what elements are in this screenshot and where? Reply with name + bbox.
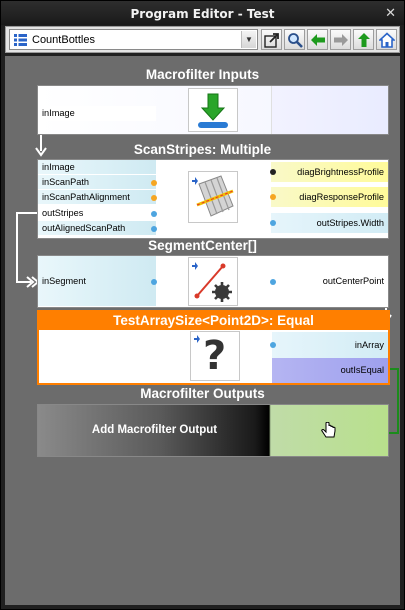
scanstripes-output-outstripes[interactable]: outStripes xyxy=(38,206,156,221)
segmentcenter-title: SegmentCenter[] xyxy=(148,238,257,253)
port-connector xyxy=(151,226,157,232)
segmentcenter-outputs: outCenterPoint xyxy=(271,256,388,307)
chevron-down-icon[interactable]: ▼ xyxy=(241,31,256,48)
home-button[interactable] xyxy=(376,29,397,50)
question-mark-icon: ? xyxy=(190,331,240,381)
up-button[interactable] xyxy=(353,29,374,50)
port-connector xyxy=(270,194,276,200)
output-port-diagresponseprofile[interactable]: diagResponseProfile xyxy=(271,187,388,207)
macrofilter-select[interactable]: CountBottles ▼ xyxy=(9,29,258,50)
port-connector xyxy=(270,220,276,226)
scanstripes-filter-icon xyxy=(188,171,238,223)
port-connector xyxy=(151,195,157,201)
port-connector xyxy=(151,180,157,186)
search-button[interactable] xyxy=(284,29,305,50)
segmentcenter-filter-icon xyxy=(188,257,238,306)
macrofilter-icon xyxy=(14,34,27,46)
close-icon[interactable]: ✕ xyxy=(385,5,396,20)
scanstripes-block[interactable]: inImage inScanPath inScanPathAlignment o… xyxy=(37,159,389,239)
macrofilter-outputs-title: Macrofilter Outputs xyxy=(140,386,265,401)
testarraysize-input-inarray[interactable]: inArray xyxy=(272,332,388,358)
forward-button[interactable] xyxy=(330,29,351,50)
download-icon xyxy=(188,88,238,132)
add-macrofilter-output-label[interactable]: Add Macrofilter Output xyxy=(91,424,218,436)
scanstripes-outputs: diagBrightnessProfile diagResponseProfil… xyxy=(271,160,388,238)
window-title: Program Editor - Test xyxy=(130,7,275,21)
inputs-right-area xyxy=(271,86,388,134)
open-external-icon xyxy=(264,33,279,48)
title-bar: Program Editor - Test ✕ xyxy=(1,1,404,25)
macrofilter-inputs-title: Macrofilter Inputs xyxy=(145,67,260,82)
program-canvas[interactable]: Macrofilter Inputs inImage ScanStripes: … xyxy=(5,56,400,605)
home-icon xyxy=(379,32,395,48)
connection-arrowhead-inimage xyxy=(35,147,47,157)
macrofilter-inputs-block[interactable]: inImage xyxy=(37,85,389,135)
output-port-outcenterpoint[interactable]: outCenterPoint xyxy=(322,276,384,286)
port-connector xyxy=(270,169,276,175)
segmentcenter-input-insegment[interactable]: inSegment xyxy=(38,256,156,307)
question-mark-glyph: ? xyxy=(203,333,227,379)
output-port-outstripes-width[interactable]: outStripes.Width xyxy=(271,213,388,233)
port-connector xyxy=(270,342,276,348)
connection-outstripes xyxy=(16,212,37,283)
up-arrow-icon xyxy=(358,33,370,47)
scanstripes-input-inscanpath[interactable]: inScanPath xyxy=(38,175,156,190)
scanstripes-input-inimage[interactable]: inImage xyxy=(38,160,156,175)
back-arrow-icon xyxy=(311,34,325,46)
macrofilter-select-value: CountBottles xyxy=(32,34,95,46)
port-connector xyxy=(270,279,276,285)
forward-arrow-icon xyxy=(334,34,348,46)
testarraysize-title: TestArraySize<Point2D>: Equal xyxy=(39,312,388,330)
hand-cursor-icon xyxy=(321,422,336,438)
scanstripes-title: ScanStripes: Multiple xyxy=(133,142,272,157)
output-port-diagbrightnessprofile[interactable]: diagBrightnessProfile xyxy=(271,162,388,182)
testarraysize-output-outisequal[interactable]: outIsEqual xyxy=(272,358,388,383)
back-button[interactable] xyxy=(307,29,328,50)
input-port-inimage[interactable]: inImage xyxy=(38,106,156,121)
search-icon xyxy=(288,33,303,48)
open-external-button[interactable] xyxy=(261,29,282,50)
port-connector xyxy=(151,279,157,285)
scanstripes-input-inscanpathalignment[interactable]: inScanPathAlignment xyxy=(38,190,156,205)
segmentcenter-block[interactable]: inSegment outCenterPoint xyxy=(37,255,389,308)
toolbar: CountBottles ▼ xyxy=(5,26,400,53)
add-macrofilter-output-area[interactable]: Add Macrofilter Output xyxy=(37,404,389,457)
scanstripes-output-outalignedscanpath[interactable]: outAlignedScanPath xyxy=(38,221,156,236)
testarraysize-block[interactable]: TestArraySize<Point2D>: Equal inArray ou… xyxy=(37,310,390,385)
port-connector xyxy=(151,211,157,217)
